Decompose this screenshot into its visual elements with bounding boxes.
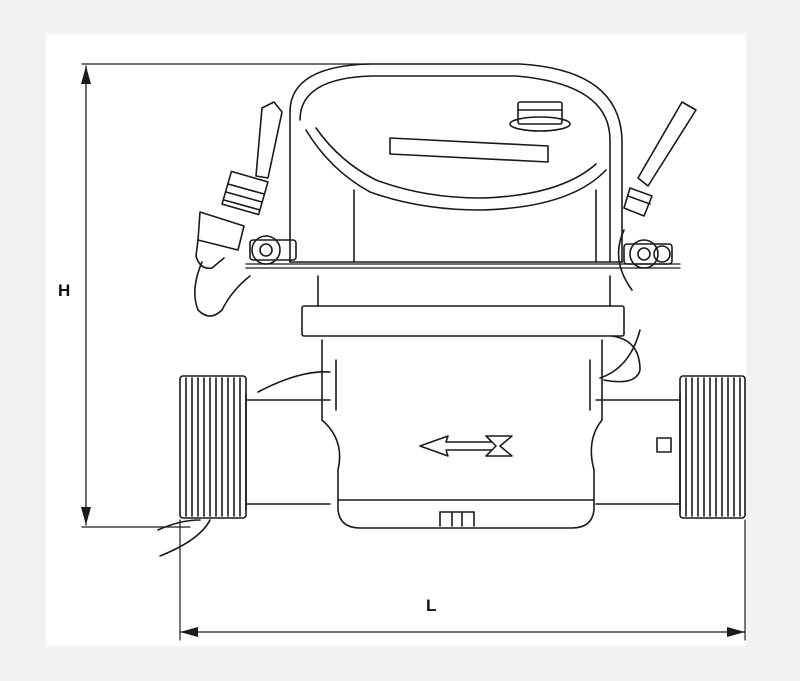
left-temperature-sensor bbox=[157, 101, 297, 557]
height-dimension bbox=[81, 63, 371, 528]
seal-band bbox=[245, 263, 681, 269]
length-dimension bbox=[179, 519, 746, 641]
right-threaded-end bbox=[656, 375, 746, 519]
length-label: L bbox=[426, 596, 437, 615]
height-label: H bbox=[58, 281, 71, 300]
drawing-panel bbox=[46, 34, 746, 646]
register-head bbox=[289, 63, 623, 263]
right-temperature-sensor bbox=[603, 101, 697, 383]
flow-arrow-icon bbox=[419, 435, 513, 457]
lcd-display-window bbox=[389, 137, 549, 163]
push-button-icon bbox=[509, 101, 571, 132]
pipe-body bbox=[245, 329, 681, 511]
left-threaded-end bbox=[179, 375, 247, 519]
meter-housing bbox=[321, 339, 603, 529]
collar-ring bbox=[301, 275, 625, 337]
